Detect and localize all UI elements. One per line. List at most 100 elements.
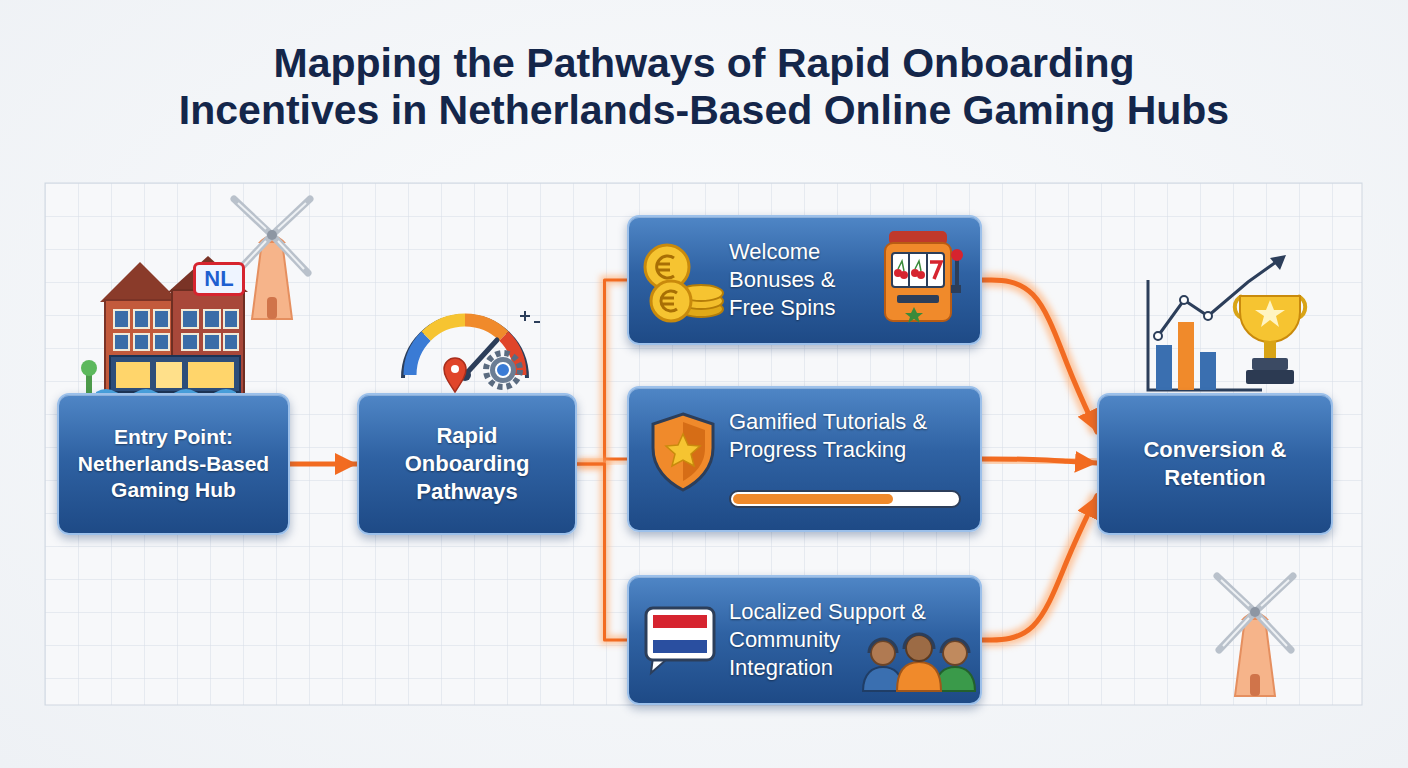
node-icon-part [657,256,674,278]
connector-glow [982,496,1097,640]
node-icon-part [661,291,677,311]
growth-chart-trophy-icon-part [1264,341,1276,359]
connector-line [577,464,627,640]
speed-gauge-icon-part [459,369,471,381]
canal-house-illustration [81,256,248,400]
speed-gauge-icon-part [465,320,504,336]
node-text: Gamified Tutorials & Progress Tracking [729,408,969,464]
node-icon-part [943,641,967,665]
growth-chart-trophy-icon-part [1252,358,1288,370]
node-icon-part [646,608,714,660]
node-icon-part [653,640,707,653]
node-icon-part [951,285,961,293]
growth-chart-trophy-icon-part [1204,312,1212,320]
node-icon-part [930,262,941,279]
node-text: Conversion & Retention [1115,436,1315,492]
canal-house-illustration-part-part [224,334,238,350]
canal-house-illustration-part [172,290,244,395]
flow-connector [982,459,1097,463]
flow-connector [577,464,627,640]
node-icon-part [666,434,700,466]
node-icon-part [905,307,923,323]
node-text: Rapid Onboarding Pathways [377,422,557,506]
canal-house-illustration-part [156,362,182,388]
speed-gauge-icon-part [465,340,497,375]
connector-glow [982,459,1097,463]
speed-gauge-icon-part [520,311,540,322]
canal-house-illustration-part-part [114,334,129,350]
connector-glow [290,457,357,471]
node-icon-part [733,494,893,504]
node-text: Welcome Bonuses & Free Spins [729,238,874,322]
canal-house-illustration-part-part [114,310,129,328]
canal-house-illustration-part-part [134,310,149,328]
node-icon-part [869,639,897,653]
canal-house-illustration-part [114,310,238,350]
connector-line [290,462,357,467]
canal-house-illustration-part [110,356,240,392]
canal-house-illustration-part-part [134,334,149,350]
node-icon-part [917,271,925,279]
canal-house-illustration-part [116,362,150,388]
canal-house-illustration-part-part [204,310,220,328]
flow-connector [982,280,1097,432]
process-box: Rapid Onboarding Pathways [357,393,577,535]
canal-house-illustration-part [105,300,175,395]
growth-chart-trophy-icon-part [1180,296,1188,304]
node-icon [647,410,719,494]
connector-glow [577,280,627,464]
connector-line [577,280,627,464]
node-icon [639,239,729,329]
flow-connector [577,459,627,464]
speed-gauge-icon-part [410,336,426,375]
speed-gauge-icon-part [426,320,465,336]
node-icon-part [730,491,960,507]
node-icon-part [900,271,908,279]
canal-house-illustration-part-part [224,310,238,328]
growth-chart-trophy-icon-part [1246,370,1294,384]
node-icon-part [897,662,941,691]
grid-lines [45,183,1362,705]
growth-chart-trophy-icon-part [1270,255,1286,270]
connector-line [982,280,1097,432]
growth-chart-trophy-icon-part [1156,345,1172,390]
node-icon [729,490,961,508]
canal-house-illustration-part-part [204,334,220,350]
process-box: Welcome Bonuses & Free Spins [627,215,982,345]
connector-glow [577,464,627,640]
growth-chart-trophy-icon [1148,255,1305,390]
node-icon-part [955,259,959,289]
growth-chart-trophy-icon-part [1255,300,1285,327]
node-icon [861,629,977,693]
canal-house-illustration-part-part [182,334,198,350]
speed-gauge-icon-part [451,365,459,373]
node-icon-part [951,249,963,261]
canal-house-illustration-part [81,360,97,376]
connector-glow [577,459,627,464]
canal-house-illustration-part-part [182,310,198,328]
speed-gauge-icon-part [504,336,520,375]
node-text: Entry Point: Netherlands-Based Gaming Hu… [69,424,278,505]
canal-house-illustration-part-part [154,310,169,328]
node-icon-part [915,261,921,271]
growth-chart-trophy-icon-part [1240,296,1300,342]
diagram-title: Mapping the Pathways of Rapid Onboarding… [84,40,1324,134]
grid-panel [45,183,1362,705]
windmill [1217,576,1293,696]
process-box: Gamified Tutorials & Progress Tracking [627,386,982,532]
growth-chart-trophy-icon-part [1158,262,1276,336]
windmill [234,199,310,319]
flow-connector [982,496,1097,640]
sign-label: NL [193,262,245,296]
speed-gauge-icon [403,311,540,392]
connector-line [982,459,1097,463]
speed-gauge-icon-part [490,357,516,383]
growth-chart-trophy-icon-part [1200,352,1216,390]
growth-chart-trophy-icon-part [1148,280,1262,390]
node-icon-part [885,243,951,321]
node-icon-part [653,414,713,490]
canal-house-illustration-part-part [154,334,169,350]
process-box: Entry Point: Netherlands-Based Gaming Hu… [57,393,290,535]
canal-house-illustration-part [86,372,92,394]
